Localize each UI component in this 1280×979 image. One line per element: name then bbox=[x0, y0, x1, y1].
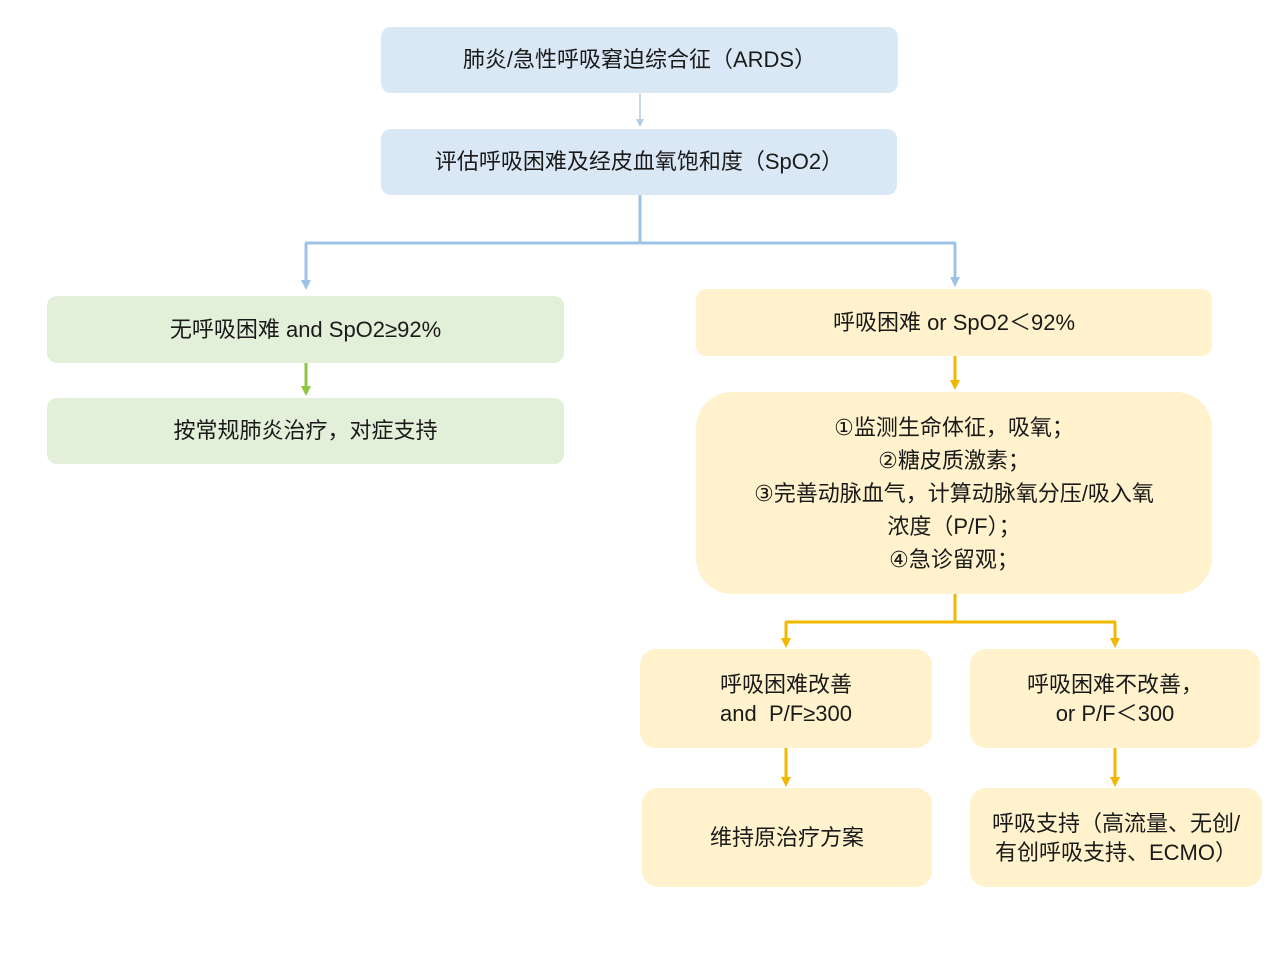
node-support-line-1: 呼吸支持（高流量、无创/ bbox=[991, 810, 1241, 836]
node-no-dyspnea: 无呼吸困难 and SpO2≥92% bbox=[47, 296, 564, 363]
node-actions-line-3: ③完善动脉血气，计算动脉氧分压/吸入氧 bbox=[754, 480, 1154, 506]
node-assess-text: 评估呼吸困难及经皮血氧饱和度（SpO2） bbox=[434, 149, 844, 175]
node-assess-dyspnea-spo2: 评估呼吸困难及经皮血氧饱和度（SpO2） bbox=[381, 129, 897, 195]
node-maintain-treatment: 维持原治疗方案 bbox=[642, 788, 932, 887]
node-ards-text: 肺炎/急性呼吸窘迫综合征（ARDS） bbox=[462, 47, 817, 73]
node-not-improved-line-2: or P/F＜300 bbox=[1055, 700, 1175, 726]
node-ards: 肺炎/急性呼吸窘迫综合征（ARDS） bbox=[381, 27, 898, 93]
node-improved: 呼吸困难改善 and P/F≥300 bbox=[640, 649, 932, 748]
node-not-improved: 呼吸困难不改善， or P/F＜300 bbox=[970, 649, 1260, 748]
node-actions-line-2: ②糖皮质激素； bbox=[878, 447, 1030, 473]
node-not-improved-line-1: 呼吸困难不改善， bbox=[1026, 671, 1203, 697]
node-maintain-text: 维持原治疗方案 bbox=[709, 824, 864, 850]
node-actions-line-4: 浓度（P/F）； bbox=[887, 513, 1021, 539]
node-improved-line-1: 呼吸困难改善 bbox=[719, 671, 852, 697]
node-improved-line-2: and P/F≥300 bbox=[720, 700, 852, 726]
node-actions-line-1: ①监测生命体征，吸氧； bbox=[834, 414, 1074, 440]
node-support-line-2: 有创呼吸支持、ECMO） bbox=[994, 839, 1237, 865]
node-actions: ①监测生命体征，吸氧； ②糖皮质激素； ③完善动脉血气，计算动脉氧分压/吸入氧 … bbox=[696, 392, 1212, 594]
node-dyspnea-text: 呼吸困难 or SpO2＜92% bbox=[832, 309, 1076, 335]
node-respiratory-support: 呼吸支持（高流量、无创/ 有创呼吸支持、ECMO） bbox=[970, 788, 1262, 887]
node-routine-treatment: 按常规肺炎治疗，对症支持 bbox=[47, 398, 564, 464]
node-actions-line-5: ④急诊留观； bbox=[889, 546, 1019, 572]
node-dyspnea: 呼吸困难 or SpO2＜92% bbox=[696, 289, 1212, 356]
node-no-dyspnea-text: 无呼吸困难 and SpO2≥92% bbox=[169, 316, 442, 342]
node-routine-text: 按常规肺炎治疗，对症支持 bbox=[173, 418, 438, 444]
